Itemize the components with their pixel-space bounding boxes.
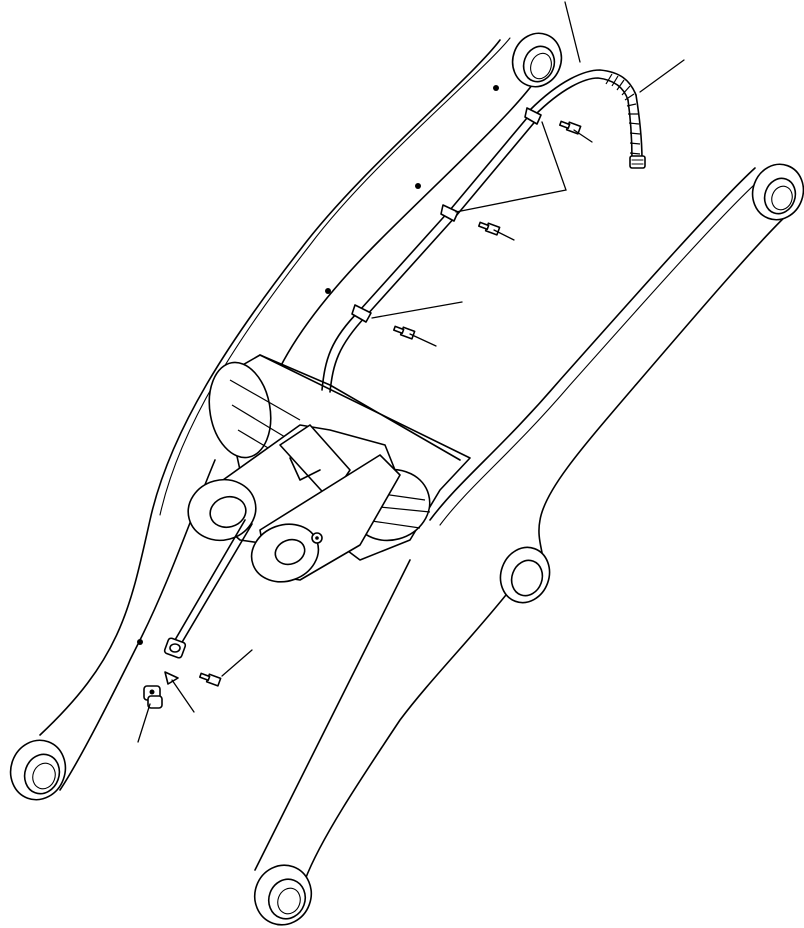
rivet-dot [137, 639, 143, 645]
right-arm-top-eye [751, 163, 804, 221]
left-arm-top-eye [511, 32, 563, 88]
grease-fitting-nut [163, 637, 187, 659]
elbow-fitting [143, 685, 163, 709]
clamp-bolt [198, 120, 582, 687]
leader-line-elbow [137, 703, 151, 743]
right-arm-bottom-eye [253, 864, 313, 926]
left-arm-bottom-eye [9, 739, 67, 801]
rivet-dot [493, 85, 499, 91]
washer [164, 671, 179, 685]
leader-line-clamps [455, 121, 567, 213]
leader-line-washer [171, 679, 195, 713]
leader-line-bolt-1 [573, 129, 593, 143]
leader-line-bolt-3 [409, 333, 437, 347]
callout-leaders [137, 1, 685, 743]
rivet-dot [415, 183, 421, 189]
grease-hose [529, 69, 646, 169]
leader-line-hose [639, 59, 685, 93]
leader-line-hose-tube [564, 1, 581, 63]
bellcrank-bracket [187, 424, 401, 583]
lift-arm-right [253, 163, 804, 926]
leader-line-bolt-2 [493, 229, 515, 241]
leader-line-bolt-4 [221, 649, 253, 677]
rivet-dot [325, 288, 331, 294]
right-arm-mid-boss [499, 546, 551, 604]
leader-line-clamp-3 [371, 301, 463, 319]
hose-clamp [351, 107, 542, 323]
